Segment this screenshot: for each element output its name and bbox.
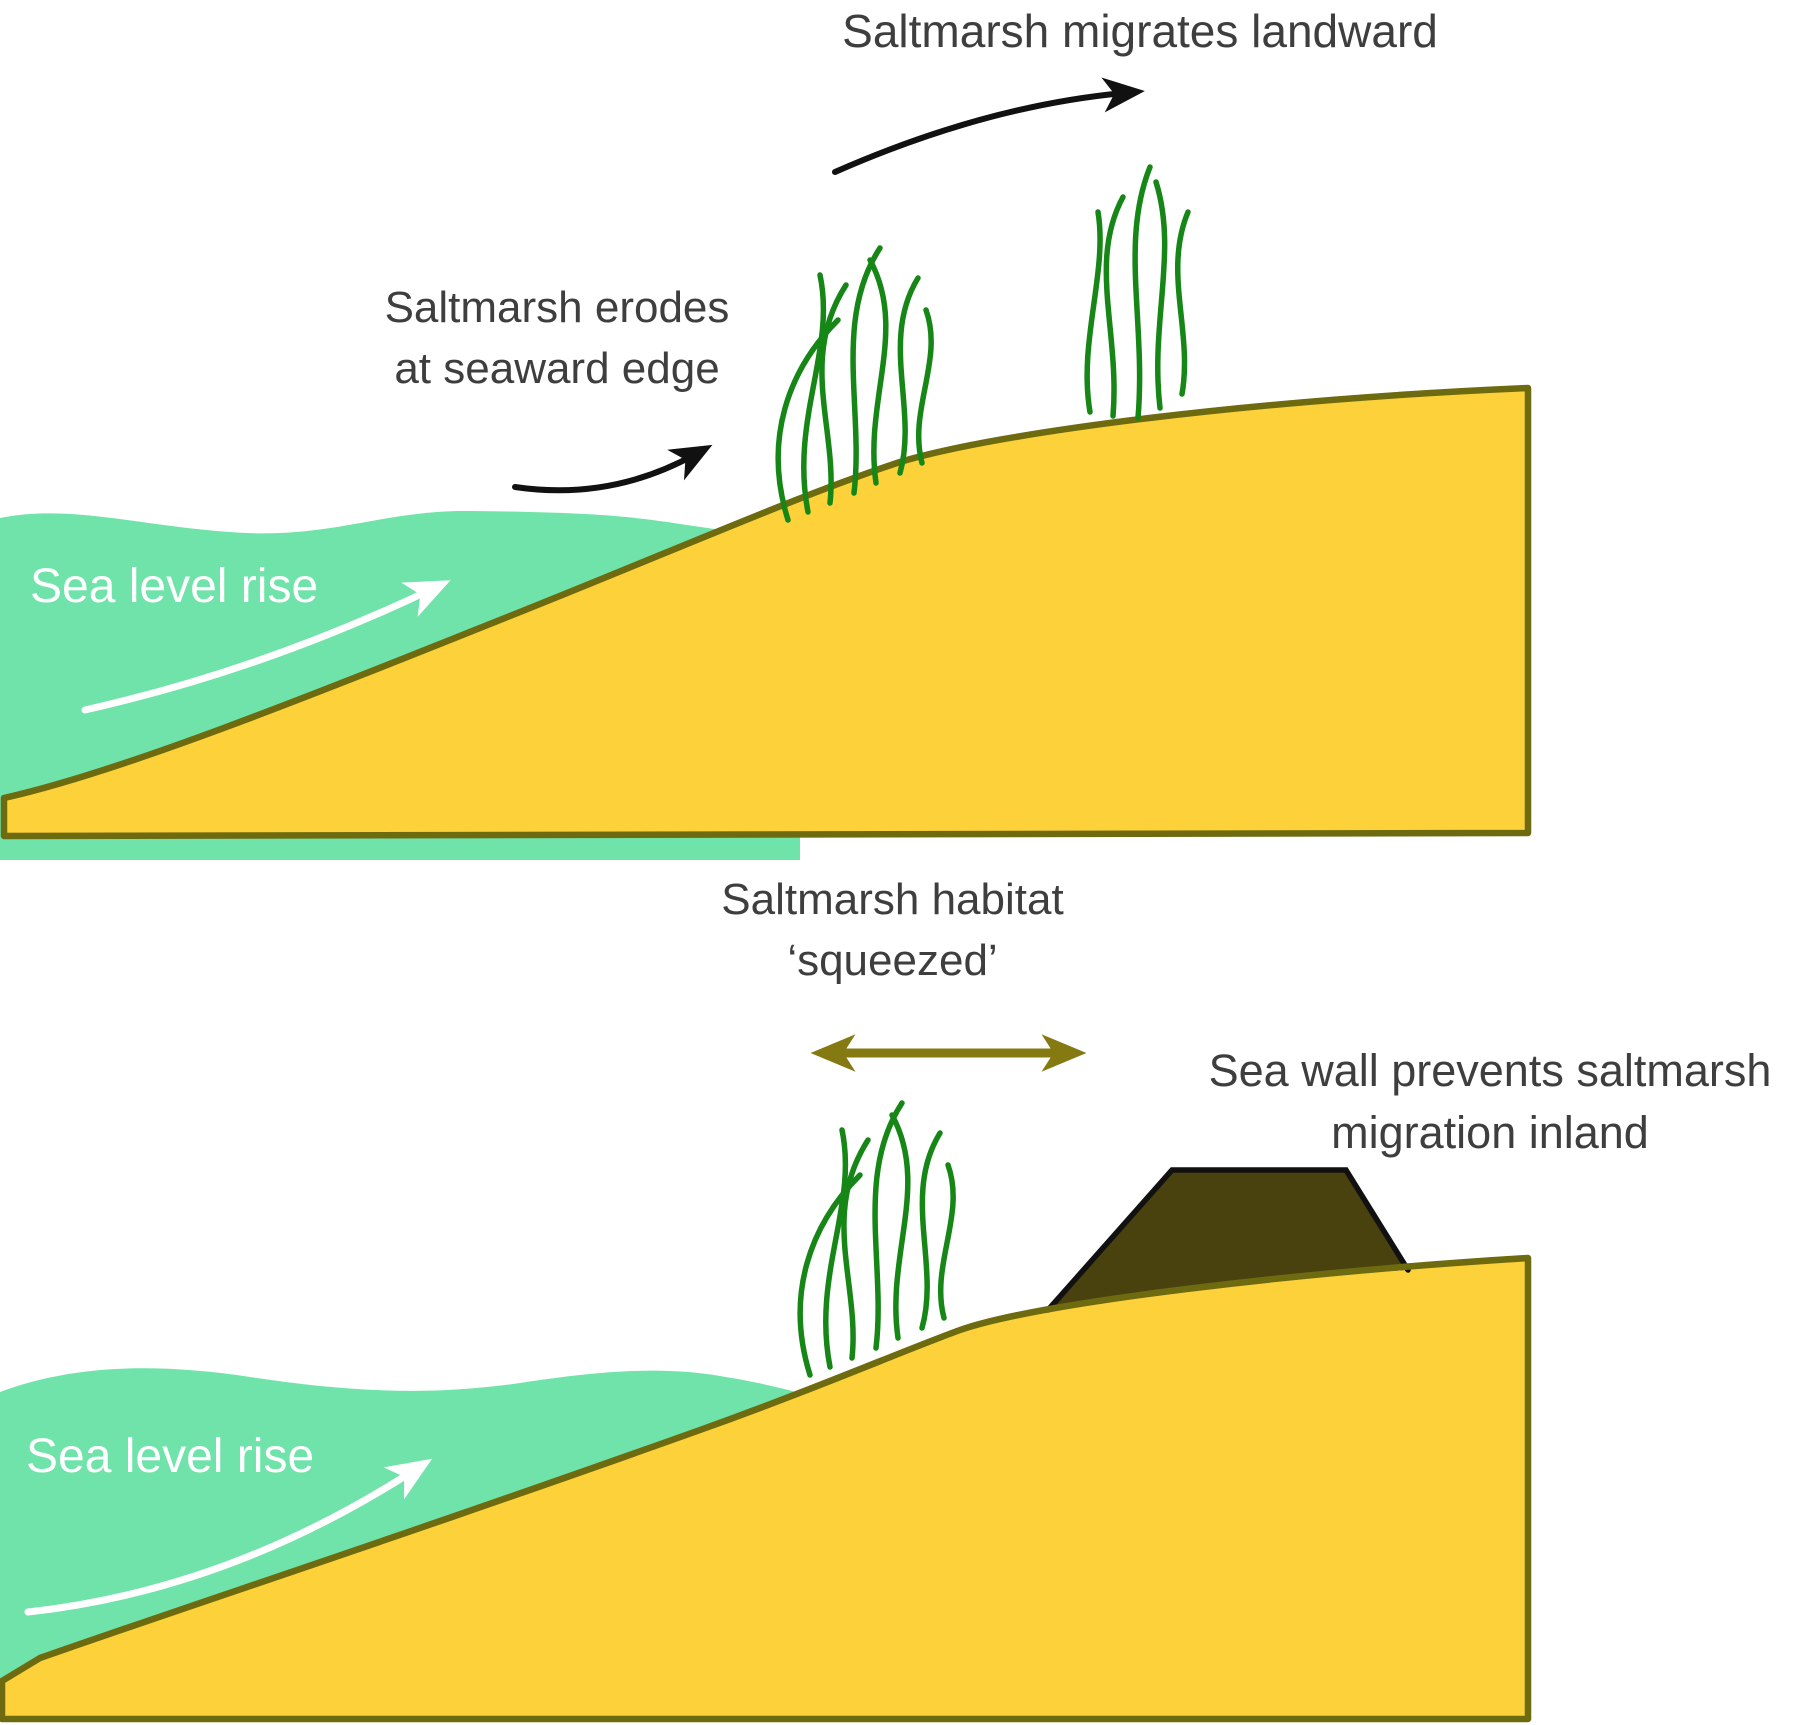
sea-level-rise-label-top: Sea level rise <box>30 560 319 613</box>
panel-bottom <box>0 1034 1532 1723</box>
habitat-label-line2: ‘squeezed’ <box>787 935 998 985</box>
sea-level-rise-arrow-bottom <box>24 1458 433 1616</box>
sea-wall-outline <box>1045 1167 1411 1313</box>
land-shape-top <box>0 384 1532 840</box>
erodes-label: Saltmarsh erodes at seaward edge <box>332 278 782 399</box>
saltmarsh-grass-tuft-squeezed <box>797 1100 956 1378</box>
land-shape-bottom <box>2 1258 1528 1719</box>
saltmarsh-grass-tuft-seaward <box>775 245 934 523</box>
saltmarsh-grass-tuft-landward <box>1084 164 1191 421</box>
habitat-label-line1: Saltmarsh habitat <box>721 875 1064 924</box>
erodes-arrow <box>512 444 713 494</box>
habitat-squeezed-label: Saltmarsh habitat ‘squeezed’ <box>665 870 1120 991</box>
sea-level-rise-label-bottom: Sea level rise <box>26 1430 315 1483</box>
migrates-landward-arrow <box>832 77 1145 175</box>
erodes-label-line1: Saltmarsh erodes <box>384 283 730 332</box>
sea-wall-label: Sea wall prevents saltmarsh migration in… <box>1170 1040 1807 1164</box>
sea-wall-label-line2: migration inland <box>1331 1107 1649 1159</box>
land-border-bottom <box>0 1254 1532 1723</box>
sea-level-rise-arrow-top <box>81 580 451 714</box>
panel-top <box>0 77 1532 860</box>
erodes-label-line2: at seaward edge <box>394 343 720 393</box>
sea-wall-label-line1: Sea wall prevents saltmarsh <box>1208 1045 1772 1096</box>
migrates-landward-label: Saltmarsh migrates landward <box>842 5 1438 57</box>
